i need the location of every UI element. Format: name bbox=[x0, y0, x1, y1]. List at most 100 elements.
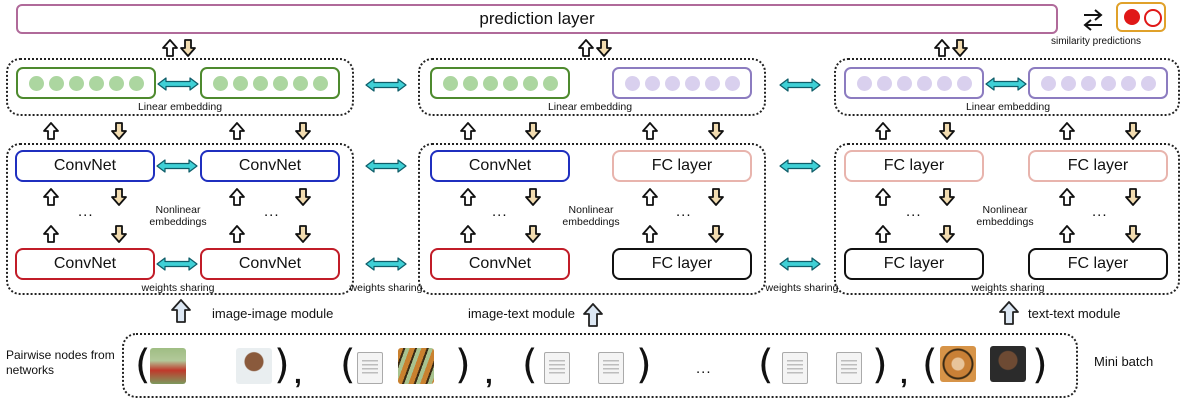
up-arrow-icon bbox=[875, 122, 891, 140]
portrait-image-icon bbox=[990, 346, 1026, 382]
up-arrow-icon bbox=[875, 188, 891, 206]
big-up-arrow-icon bbox=[171, 299, 191, 323]
bidirectional-arrow-icon bbox=[985, 77, 1027, 91]
tiger-image-icon bbox=[398, 348, 434, 384]
box-label: ConvNet bbox=[238, 255, 302, 272]
fc-layer-box: FC layer bbox=[844, 248, 984, 280]
up-arrow-icon bbox=[578, 39, 594, 57]
embedding-vector bbox=[430, 67, 570, 99]
up-arrow-icon bbox=[1059, 188, 1075, 206]
weights-sharing-label: weights sharing bbox=[765, 282, 839, 294]
up-arrow-icon bbox=[229, 188, 245, 206]
linear-embedding-right bbox=[834, 58, 1180, 116]
box-label: ConvNet bbox=[468, 157, 532, 174]
bidirectional-arrow-icon bbox=[156, 257, 198, 271]
module-label: image-image module bbox=[212, 306, 334, 321]
comma: , bbox=[900, 358, 908, 389]
down-arrow-icon bbox=[939, 225, 955, 243]
up-arrow-icon bbox=[1059, 122, 1075, 140]
embedding-vector bbox=[1028, 67, 1168, 99]
convnet-box: ConvNet bbox=[200, 150, 340, 182]
up-arrow-icon bbox=[229, 225, 245, 243]
down-arrow-icon bbox=[111, 188, 127, 206]
close-paren: ) bbox=[274, 342, 290, 388]
up-arrow-icon bbox=[875, 225, 891, 243]
module-label: text-text module bbox=[1028, 306, 1121, 321]
document-icon bbox=[836, 352, 862, 384]
down-arrow-icon bbox=[708, 188, 724, 206]
embedding-vector bbox=[844, 67, 984, 99]
ellipsis: ... bbox=[78, 203, 94, 220]
similarity-predictions-label: similarity predictions bbox=[1050, 36, 1142, 47]
bidirectional-arrow-icon bbox=[779, 159, 821, 173]
down-arrow-icon bbox=[596, 39, 612, 57]
down-arrow-icon bbox=[939, 122, 955, 140]
image-text-module bbox=[418, 143, 766, 295]
ellipsis: ... bbox=[906, 203, 922, 220]
up-arrow-icon bbox=[43, 122, 59, 140]
up-arrow-icon bbox=[229, 122, 245, 140]
box-label: ConvNet bbox=[53, 157, 117, 174]
close-paren: ) bbox=[872, 342, 888, 388]
down-arrow-icon bbox=[111, 225, 127, 243]
down-arrow-icon bbox=[1125, 122, 1141, 140]
box-label: ConvNet bbox=[468, 255, 532, 272]
down-arrow-icon bbox=[708, 225, 724, 243]
fc-layer-box: FC layer bbox=[1028, 248, 1168, 280]
down-arrow-icon bbox=[708, 122, 724, 140]
module-label: image-text module bbox=[468, 306, 575, 321]
document-icon bbox=[598, 352, 624, 384]
down-arrow-icon bbox=[295, 188, 311, 206]
weights-sharing-label: weights sharing bbox=[349, 282, 423, 294]
open-paren: ( bbox=[922, 342, 938, 388]
comma: , bbox=[485, 358, 493, 389]
box-label: FC layer bbox=[1067, 157, 1129, 174]
convnet-box: ConvNet bbox=[200, 248, 340, 280]
ellipsis: ... bbox=[492, 203, 508, 220]
up-arrow-icon bbox=[642, 188, 658, 206]
box-label: FC layer bbox=[1067, 255, 1129, 272]
nonlinear-embeddings-label: Nonlinear embeddings bbox=[149, 204, 207, 228]
similarity-icon bbox=[1116, 2, 1166, 32]
document-icon bbox=[357, 352, 383, 384]
linear-embedding-label: Linear embedding bbox=[965, 101, 1051, 113]
fc-layer-box: FC layer bbox=[1028, 150, 1168, 182]
down-arrow-icon bbox=[939, 188, 955, 206]
fc-layer-box: FC layer bbox=[612, 150, 752, 182]
weights-sharing-label: weights sharing bbox=[141, 282, 215, 294]
ellipsis: ... bbox=[696, 360, 712, 377]
ellipsis: ... bbox=[1092, 203, 1108, 220]
linear-embedding-middle bbox=[418, 58, 766, 116]
open-paren: ( bbox=[758, 342, 774, 388]
nonlinear-embeddings-label: Nonlinear embeddings bbox=[562, 204, 620, 228]
open-paren: ( bbox=[522, 342, 538, 388]
big-up-arrow-icon bbox=[583, 303, 603, 327]
up-arrow-icon bbox=[162, 39, 178, 57]
close-paren: ) bbox=[636, 342, 652, 388]
fc-layer-box: FC layer bbox=[612, 248, 752, 280]
text-text-module bbox=[834, 143, 1180, 295]
document-icon bbox=[544, 352, 570, 384]
bidirectional-arrow-icon bbox=[157, 77, 199, 91]
up-arrow-icon bbox=[460, 122, 476, 140]
box-label: ConvNet bbox=[238, 157, 302, 174]
ellipsis: ... bbox=[264, 203, 280, 220]
mini-batch-container bbox=[122, 333, 1078, 398]
convnet-box: ConvNet bbox=[430, 150, 570, 182]
box-label: FC layer bbox=[883, 157, 945, 174]
down-arrow-icon bbox=[525, 122, 541, 140]
convnet-box: ConvNet bbox=[15, 248, 155, 280]
tiger-face-image-icon bbox=[940, 346, 976, 382]
down-arrow-icon bbox=[180, 39, 196, 57]
up-arrow-icon bbox=[43, 225, 59, 243]
up-arrow-icon bbox=[460, 188, 476, 206]
box-label: FC layer bbox=[651, 157, 713, 174]
convnet-box: ConvNet bbox=[430, 248, 570, 280]
up-arrow-icon bbox=[460, 225, 476, 243]
embedding-vector bbox=[200, 67, 340, 99]
portrait-image-icon bbox=[236, 348, 272, 384]
close-paren: ) bbox=[1032, 342, 1048, 388]
pairwise-nodes-label: Pairwise nodes from networks bbox=[6, 348, 115, 377]
weights-sharing-label: weights sharing bbox=[971, 282, 1045, 294]
up-arrow-icon bbox=[642, 122, 658, 140]
